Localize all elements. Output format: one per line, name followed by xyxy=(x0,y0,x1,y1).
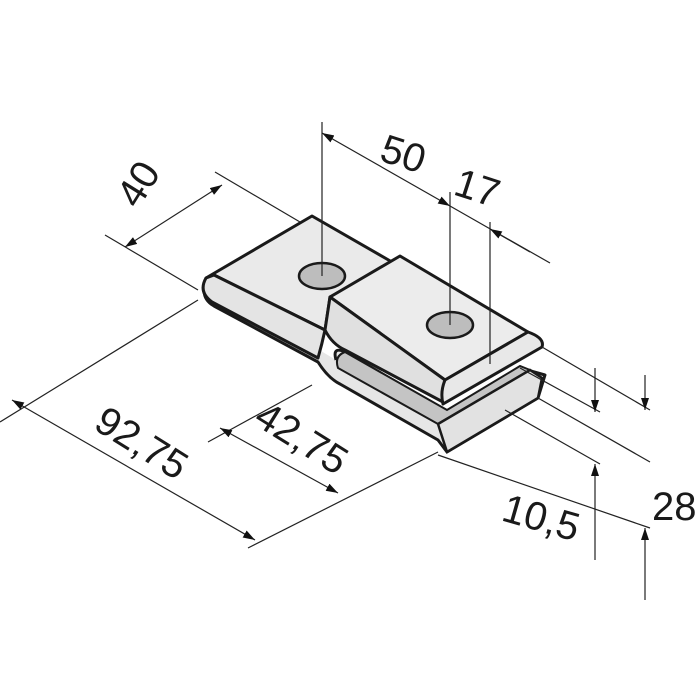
dimension-label-42-75: 42,75 xyxy=(247,393,355,483)
lower-jaw-front xyxy=(436,368,544,454)
left-tab-side xyxy=(201,273,327,360)
dimension-overall-height: 28 xyxy=(437,346,697,600)
dimension-label-50: 50 xyxy=(375,127,431,183)
dimension-label-17: 17 xyxy=(449,161,505,217)
slot-interior xyxy=(335,350,533,426)
clamp-part xyxy=(201,214,547,454)
dimension-label-40: 40 xyxy=(108,154,169,215)
dimension-label-10-5: 10,5 xyxy=(498,486,585,550)
dimension-slot-length: 42,75 xyxy=(207,384,355,494)
dimension-label-28: 28 xyxy=(652,485,697,529)
